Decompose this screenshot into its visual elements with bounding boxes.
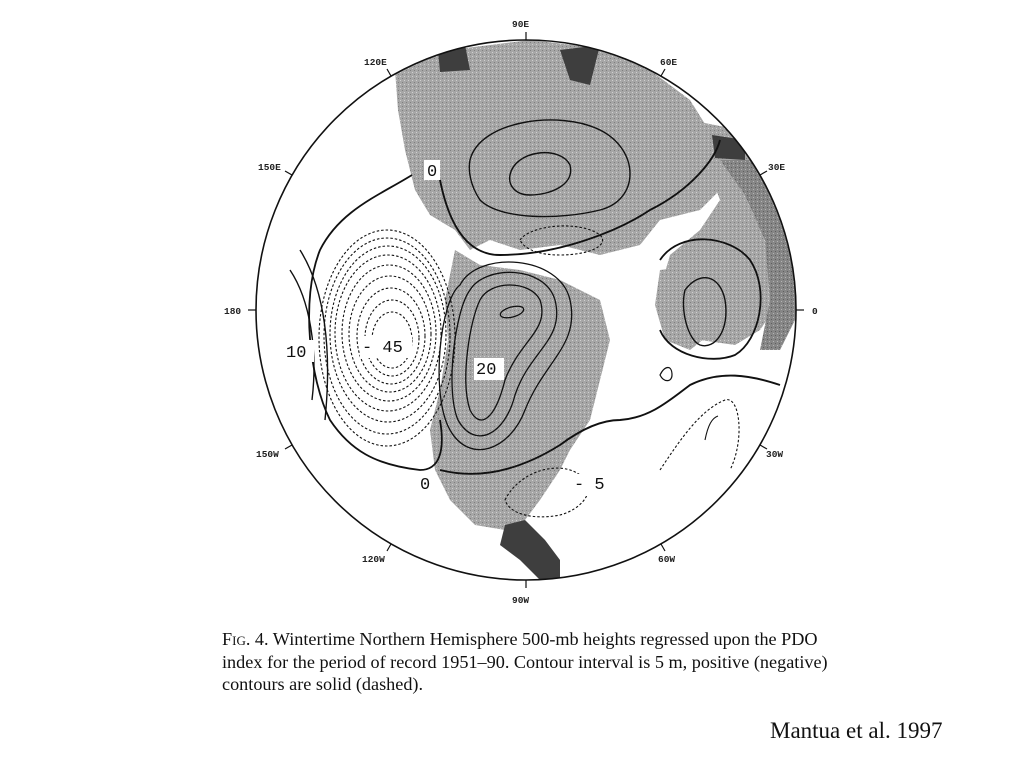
positive-contour-europe-outer	[659, 238, 762, 360]
contour-label-0-south: 0	[420, 476, 430, 495]
lon-label-90w: 90W	[512, 595, 529, 606]
positive-contour-west-5	[299, 249, 329, 421]
negative-contour-atlantic	[504, 467, 589, 518]
lon-label-120e: 120E	[364, 57, 387, 68]
positive-contour-siberia-inner	[508, 151, 572, 196]
lon-label-30e: 30E	[768, 162, 785, 173]
negative-contour-east	[659, 399, 740, 471]
land-masses	[395, 40, 796, 580]
figure-caption: Fig. 4. Wintertime Northern Hemisphere 5…	[222, 628, 832, 696]
lon-label-120w: 120W	[362, 554, 385, 565]
positive-contour-west-10	[289, 269, 315, 401]
lon-label-60w: 60W	[658, 554, 675, 565]
positive-high-north-america	[438, 261, 573, 451]
zero-contour-arctic	[439, 139, 721, 256]
contour-label-minus-5: - 5	[574, 476, 605, 495]
caption-text: Wintertime Northern Hemisphere 500-mb he…	[222, 629, 828, 694]
lon-label-60e: 60E	[660, 57, 677, 68]
positive-contour-europe	[682, 277, 727, 347]
contour-labels: 0 10 - 45 20 0 - 5	[284, 160, 612, 496]
contour-label-0-north: 0	[427, 163, 437, 182]
lon-label-150e: 150E	[258, 162, 281, 173]
lon-label-150w: 150W	[256, 449, 279, 460]
negative-contour-east-small	[704, 415, 719, 441]
zero-contour-pacific	[308, 174, 443, 471]
longitude-ticks	[248, 32, 804, 588]
citation-credit: Mantua et al. 1997	[770, 718, 943, 743]
land-dark-patch-top	[560, 45, 600, 85]
lon-label-90e: 90E	[512, 19, 529, 30]
lon-label-30w: 30W	[766, 449, 783, 460]
positive-contour-small-loop	[659, 366, 673, 382]
land-central-america	[500, 520, 560, 580]
figure-label: Fig. 4.	[222, 629, 269, 649]
contour-label-minus-45: - 45	[362, 339, 403, 358]
land-greenland	[655, 265, 720, 350]
contour-label-10: 10	[286, 344, 306, 363]
positive-contour-siberia	[468, 119, 631, 218]
land-north-america	[430, 250, 610, 530]
zero-contour-atlantic	[439, 374, 781, 475]
contour-label-20: 20	[476, 361, 496, 380]
land-eurasia-asia	[395, 40, 730, 255]
lon-label-0: 0	[812, 306, 818, 317]
lon-label-180: 180	[224, 306, 241, 317]
